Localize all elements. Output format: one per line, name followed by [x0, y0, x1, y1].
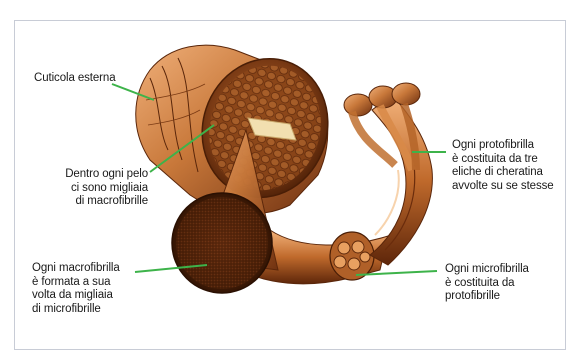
label-macrofibrilla: Ogni macrofibrilla è formata a sua volta…	[32, 262, 120, 316]
label-protofibrilla: Ogni protofibrilla è costituita da tre e…	[452, 139, 554, 193]
label-macrofibrille: Dentro ogni pelo ci sono migliaia di mac…	[52, 168, 148, 209]
label-cuticola: Cuticola esterna	[34, 72, 116, 86]
microfibril	[330, 232, 374, 280]
label-microfibrilla: Ogni microfibrilla è costituita da proto…	[445, 263, 529, 304]
